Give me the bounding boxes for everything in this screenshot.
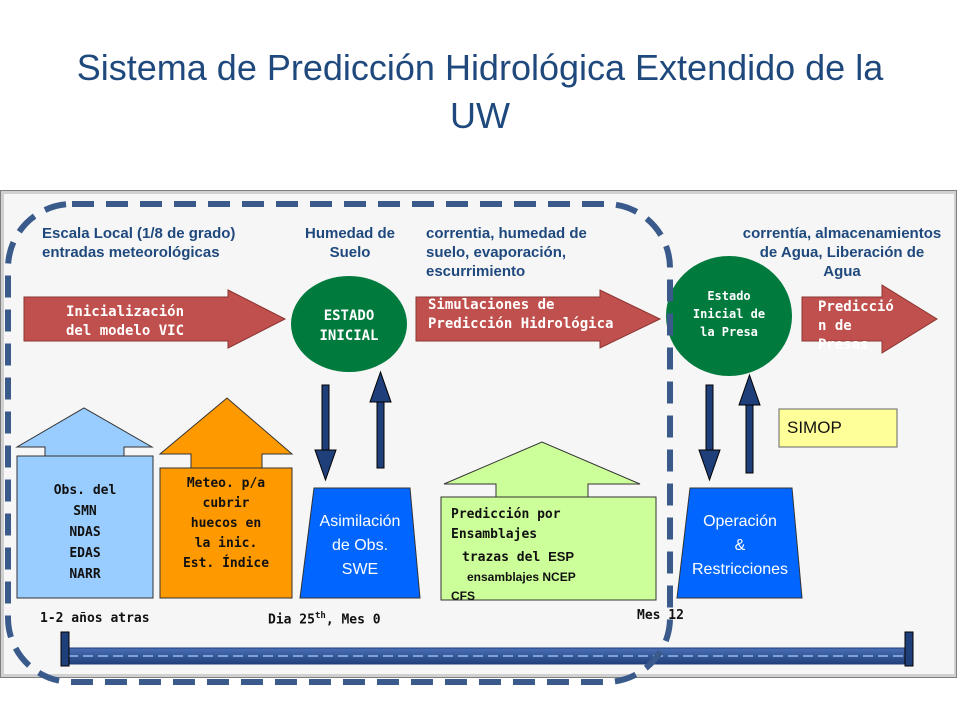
ensemble-input-arrow <box>443 441 641 498</box>
up-arrow-estado <box>369 370 392 469</box>
timeline-end-label: Mes 12 <box>637 608 684 623</box>
page-title: Sistema de Predicción Hidrológica Extend… <box>76 47 884 136</box>
timeline-mid-sup: th <box>314 611 326 621</box>
down-arrow-estado <box>314 384 337 482</box>
swe-assimilation-trapezoid <box>299 487 421 599</box>
timeline-start-label: 1-2 años atras <box>40 611 150 626</box>
meteo-input-box <box>159 467 293 599</box>
ensemble-cfs-label: CFS <box>451 589 475 603</box>
vic-init-label: Inicialización del modelo VIC <box>66 304 185 339</box>
initial-state-label: ESTADO INICIAL <box>319 308 379 344</box>
header-almacenamientos: correntía, almacenamientos de Agua, Libe… <box>742 225 942 280</box>
ensemble-esp-label: trazas del ESP <box>462 547 574 568</box>
dam-initial-state-node <box>666 256 792 376</box>
meteo-input-arrow <box>158 397 294 469</box>
header-escala-local: Escala Local (1/8 de grado) entradas met… <box>42 225 236 261</box>
simop-box <box>778 408 898 448</box>
header-correntia: correntia, humedad de suelo, evaporación… <box>426 225 587 280</box>
obs-input-box <box>16 455 154 599</box>
up-arrow-presa <box>738 373 761 474</box>
timeline-mid-prefix: Dia 25 <box>268 612 315 628</box>
ensemble-input-box <box>440 496 657 601</box>
simulation-label: Simulaciones de Predicción Hidrológica <box>428 297 614 332</box>
obs-input-arrow <box>15 407 154 457</box>
dam-initial-state-label: Estado Inicial de la Presa <box>692 289 766 339</box>
vic-init-arrow <box>23 289 287 349</box>
ensemble-title-label: Predicción por Ensamblajes <box>451 507 561 542</box>
obs-input-label: Obs. del SMN NDAS EDAS NARR <box>53 483 117 582</box>
ensemble-esp-prefix: trazas del <box>462 550 549 565</box>
dam-prediction-arrow <box>801 284 938 354</box>
operation-trapezoid <box>676 487 803 599</box>
ensemble-esp-suffix: ESP <box>548 549 575 564</box>
ensemble-ncep-label: ensamblajes NCEP <box>467 570 576 584</box>
simop-label: SIMOP <box>787 418 842 437</box>
timeline-mid-suffix: , Mes 0 <box>325 612 381 628</box>
operation-label: Operación & Restricciones <box>691 513 789 578</box>
dam-prediction-label: Predicció n de Presas <box>818 299 894 353</box>
timeline-tick-end <box>904 631 914 667</box>
timeline-mid-label: Dia 25th, Mes 0 <box>268 607 381 629</box>
initial-state-node <box>291 276 407 372</box>
simulation-arrow <box>415 289 662 349</box>
swe-assimilation-label: Asimilación de Obs. SWE <box>319 513 401 578</box>
timeline-tick-start <box>60 631 70 667</box>
meteo-input-label: Meteo. p/a cubrir huecos en la inic. Est… <box>182 476 270 571</box>
down-arrow-presa <box>698 384 721 482</box>
header-humedad-suelo: Humedad de Suelo <box>304 225 395 261</box>
